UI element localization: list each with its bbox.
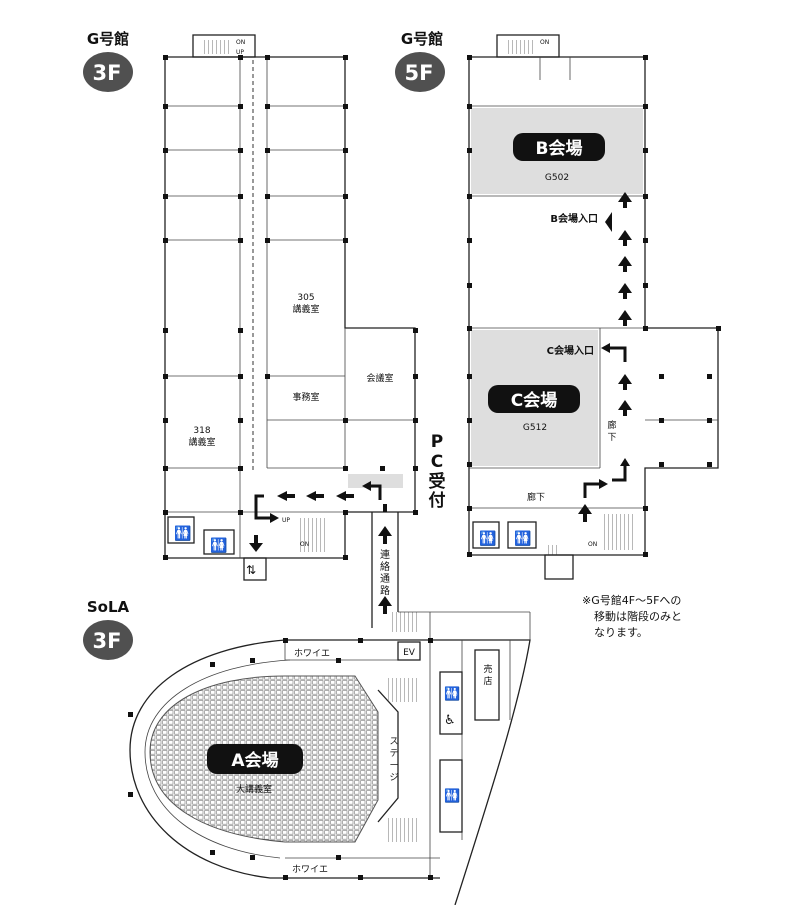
g3-top-stair-up: UP [236,49,244,56]
pc-reception-char: P [431,432,443,452]
g3-columns [163,55,418,560]
note-line-1: ※G号館4F～5Fへの [582,593,681,607]
g3-floor-badge [83,52,133,92]
stage-label-char: テ [389,748,398,759]
note-line-2: 移動は階段のみと [594,609,682,623]
g5-building-name: G号館 [401,30,443,48]
corridor-label-char: 下 [607,433,616,443]
venue-c-label: C会場 [488,385,580,413]
restroom-icon: 🚻 [444,686,460,702]
g5-floor-plan: ON 🚻 🚻 ON [467,34,721,580]
g3-top-stair-on: ON [236,39,245,46]
room-g512: G512 [523,423,547,433]
sola-floor-text: 3F [93,629,122,653]
sola-building-name: SoLA [87,598,130,616]
room-305-name: 講義室 [292,303,319,315]
g5-columns [467,55,721,557]
note-line-3: なります。 [594,626,648,639]
route-g5 [578,192,632,522]
pc-reception-char: 付 [429,490,446,511]
venue-b-label-text: B会場 [536,138,583,159]
room-305-number: 305 [297,293,314,303]
pc-reception-area [348,474,403,488]
foyer-bottom-label: ホワイエ [292,864,328,875]
g3-floor-plan: ON UP 🚻 🚻 UP ON [163,34,446,581]
sola-floor-plan: EV 🚻 ♿ 🚻 売 店 ホワイエ ホワイエ 大講義室 ス テ ー ジ [128,611,531,905]
elevator-label: EV [403,648,416,658]
g3-stair-up: UP [282,517,290,524]
elevator-icon: ⇅ [246,563,256,577]
restroom-icon: 🚻 [479,530,496,547]
foyer-top-label: ホワイエ [294,648,330,659]
room-g502: G502 [545,173,569,183]
g5-floor-badge [395,52,445,92]
connector-label-char: 連 [380,548,390,561]
connector-passage: 連 絡 通 路 [371,512,399,628]
sola-floor-badge [83,620,133,660]
venue-c-entrance: C会場入口 [547,344,594,357]
sola-columns [128,638,433,880]
stage-label-char: ー [389,761,398,771]
g5-floor-text: 5F [405,61,434,85]
restroom-icon: 🚻 [210,537,227,554]
room-318-number: 318 [193,426,210,436]
accessible-icon: ♿ [444,713,456,728]
venue-a-label: A会場 [207,744,303,774]
stage-label-char: ス [389,737,398,747]
g3-building-name: G号館 [87,30,129,48]
pc-reception-char: C [431,452,443,472]
g5-stair-on: ON [588,541,597,548]
corridor-label-char: 廊 [607,419,616,431]
venue-b-entrance: B会場入口 [550,212,598,225]
shop-label-char: 店 [483,675,492,687]
connector-label-char: 路 [380,584,390,597]
restroom-icon: 🚻 [174,525,191,542]
corridor-label: 廊下 [527,491,545,503]
office-label: 事務室 [292,391,319,403]
venue-b-label: B会場 [513,133,605,161]
venue-c-label-text: C会場 [511,390,557,411]
stage-label-char: ジ [389,773,398,783]
route-g3 [249,481,387,552]
connector-label-char: 通 [380,573,390,585]
connector-label-char: 絡 [380,560,390,573]
meeting-room-label: 会議室 [366,372,393,384]
shop-label-char: 売 [483,663,492,675]
restroom-icon: 🚻 [514,530,531,547]
room-318-name: 講義室 [188,436,215,448]
g3-floor-text: 3F [93,61,122,85]
venue-a-label-text: A会場 [231,750,278,771]
restroom-icon: 🚻 [444,788,460,804]
g5-top-stair-on: ON [540,39,549,46]
g3-stair-on: ON [300,541,309,548]
great-hall-label: 大講義室 [236,783,272,795]
pc-reception-char: 受 [429,471,446,492]
